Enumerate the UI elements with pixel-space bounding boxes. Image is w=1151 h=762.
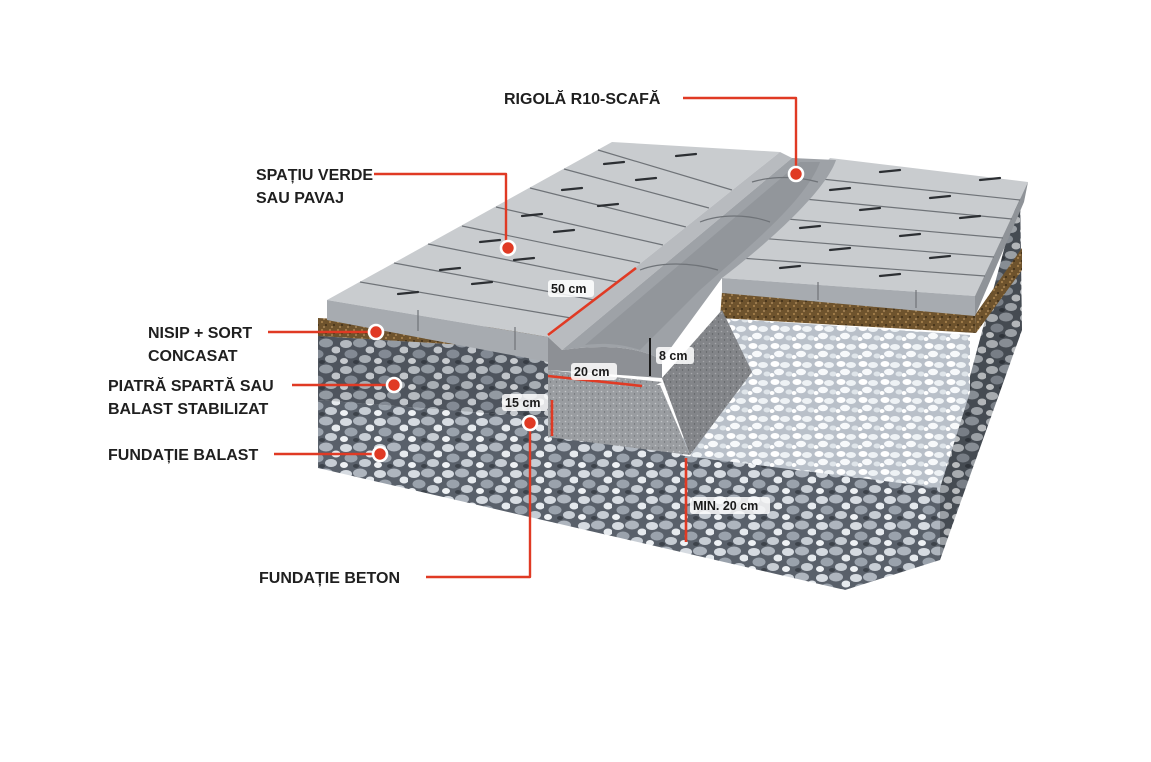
dot-fundatie-beton [521, 414, 539, 432]
label-piatra-line1: PIATRĂ SPARTĂ SAU [108, 376, 274, 395]
dot-piatra [385, 376, 403, 394]
layer-crushed-stone [318, 336, 548, 418]
label-fundatie-beton: FUNDAȚIE BETON [259, 570, 400, 587]
pavers-left [327, 142, 780, 362]
dot-fundatie-balast [371, 445, 389, 463]
dimension-marks [547, 266, 688, 542]
label-nisip-line2: CONCASAT [148, 348, 238, 365]
label-nisip-line1: NISIP + SORT [148, 325, 252, 342]
pavers-right [722, 158, 1028, 316]
leader-spatiu [374, 172, 508, 248]
dim-20cm: 20 cm [574, 365, 609, 379]
dot-nisip [367, 323, 385, 341]
leader-rigola [683, 96, 798, 174]
leader-fundatie-beton [426, 423, 532, 579]
layer-concrete-foundation [548, 310, 752, 455]
leader-lines [268, 96, 798, 579]
label-fundatie-balast: FUNDAȚIE BALAST [108, 447, 258, 464]
dim-min-20cm: MIN. 20 cm [693, 499, 758, 513]
dot-spatiu [499, 239, 517, 257]
label-spatiu-line2: SAU PAVAJ [256, 190, 344, 207]
labels: RIGOLĂ R10-SCAFĂ SPAȚIU VERDE SAU PAVAJ … [108, 89, 661, 587]
gutter-r10 [548, 152, 836, 378]
label-spatiu-line1: SPAȚIU VERDE [256, 167, 373, 184]
dim-50cm: 50 cm [551, 282, 586, 296]
label-piatra-line2: BALAST STABILIZAT [108, 401, 269, 418]
leader-dots [367, 165, 805, 463]
layer-stabilized-gravel-top [678, 318, 970, 488]
dimension-labels: 50 cm 20 cm 8 cm 15 cm MIN. 20 cm [502, 280, 770, 514]
dim-8cm: 8 cm [659, 349, 688, 363]
dim-15cm: 15 cm [505, 396, 540, 410]
dot-rigola [787, 165, 805, 183]
label-rigola: RIGOLĂ R10-SCAFĂ [504, 89, 661, 108]
